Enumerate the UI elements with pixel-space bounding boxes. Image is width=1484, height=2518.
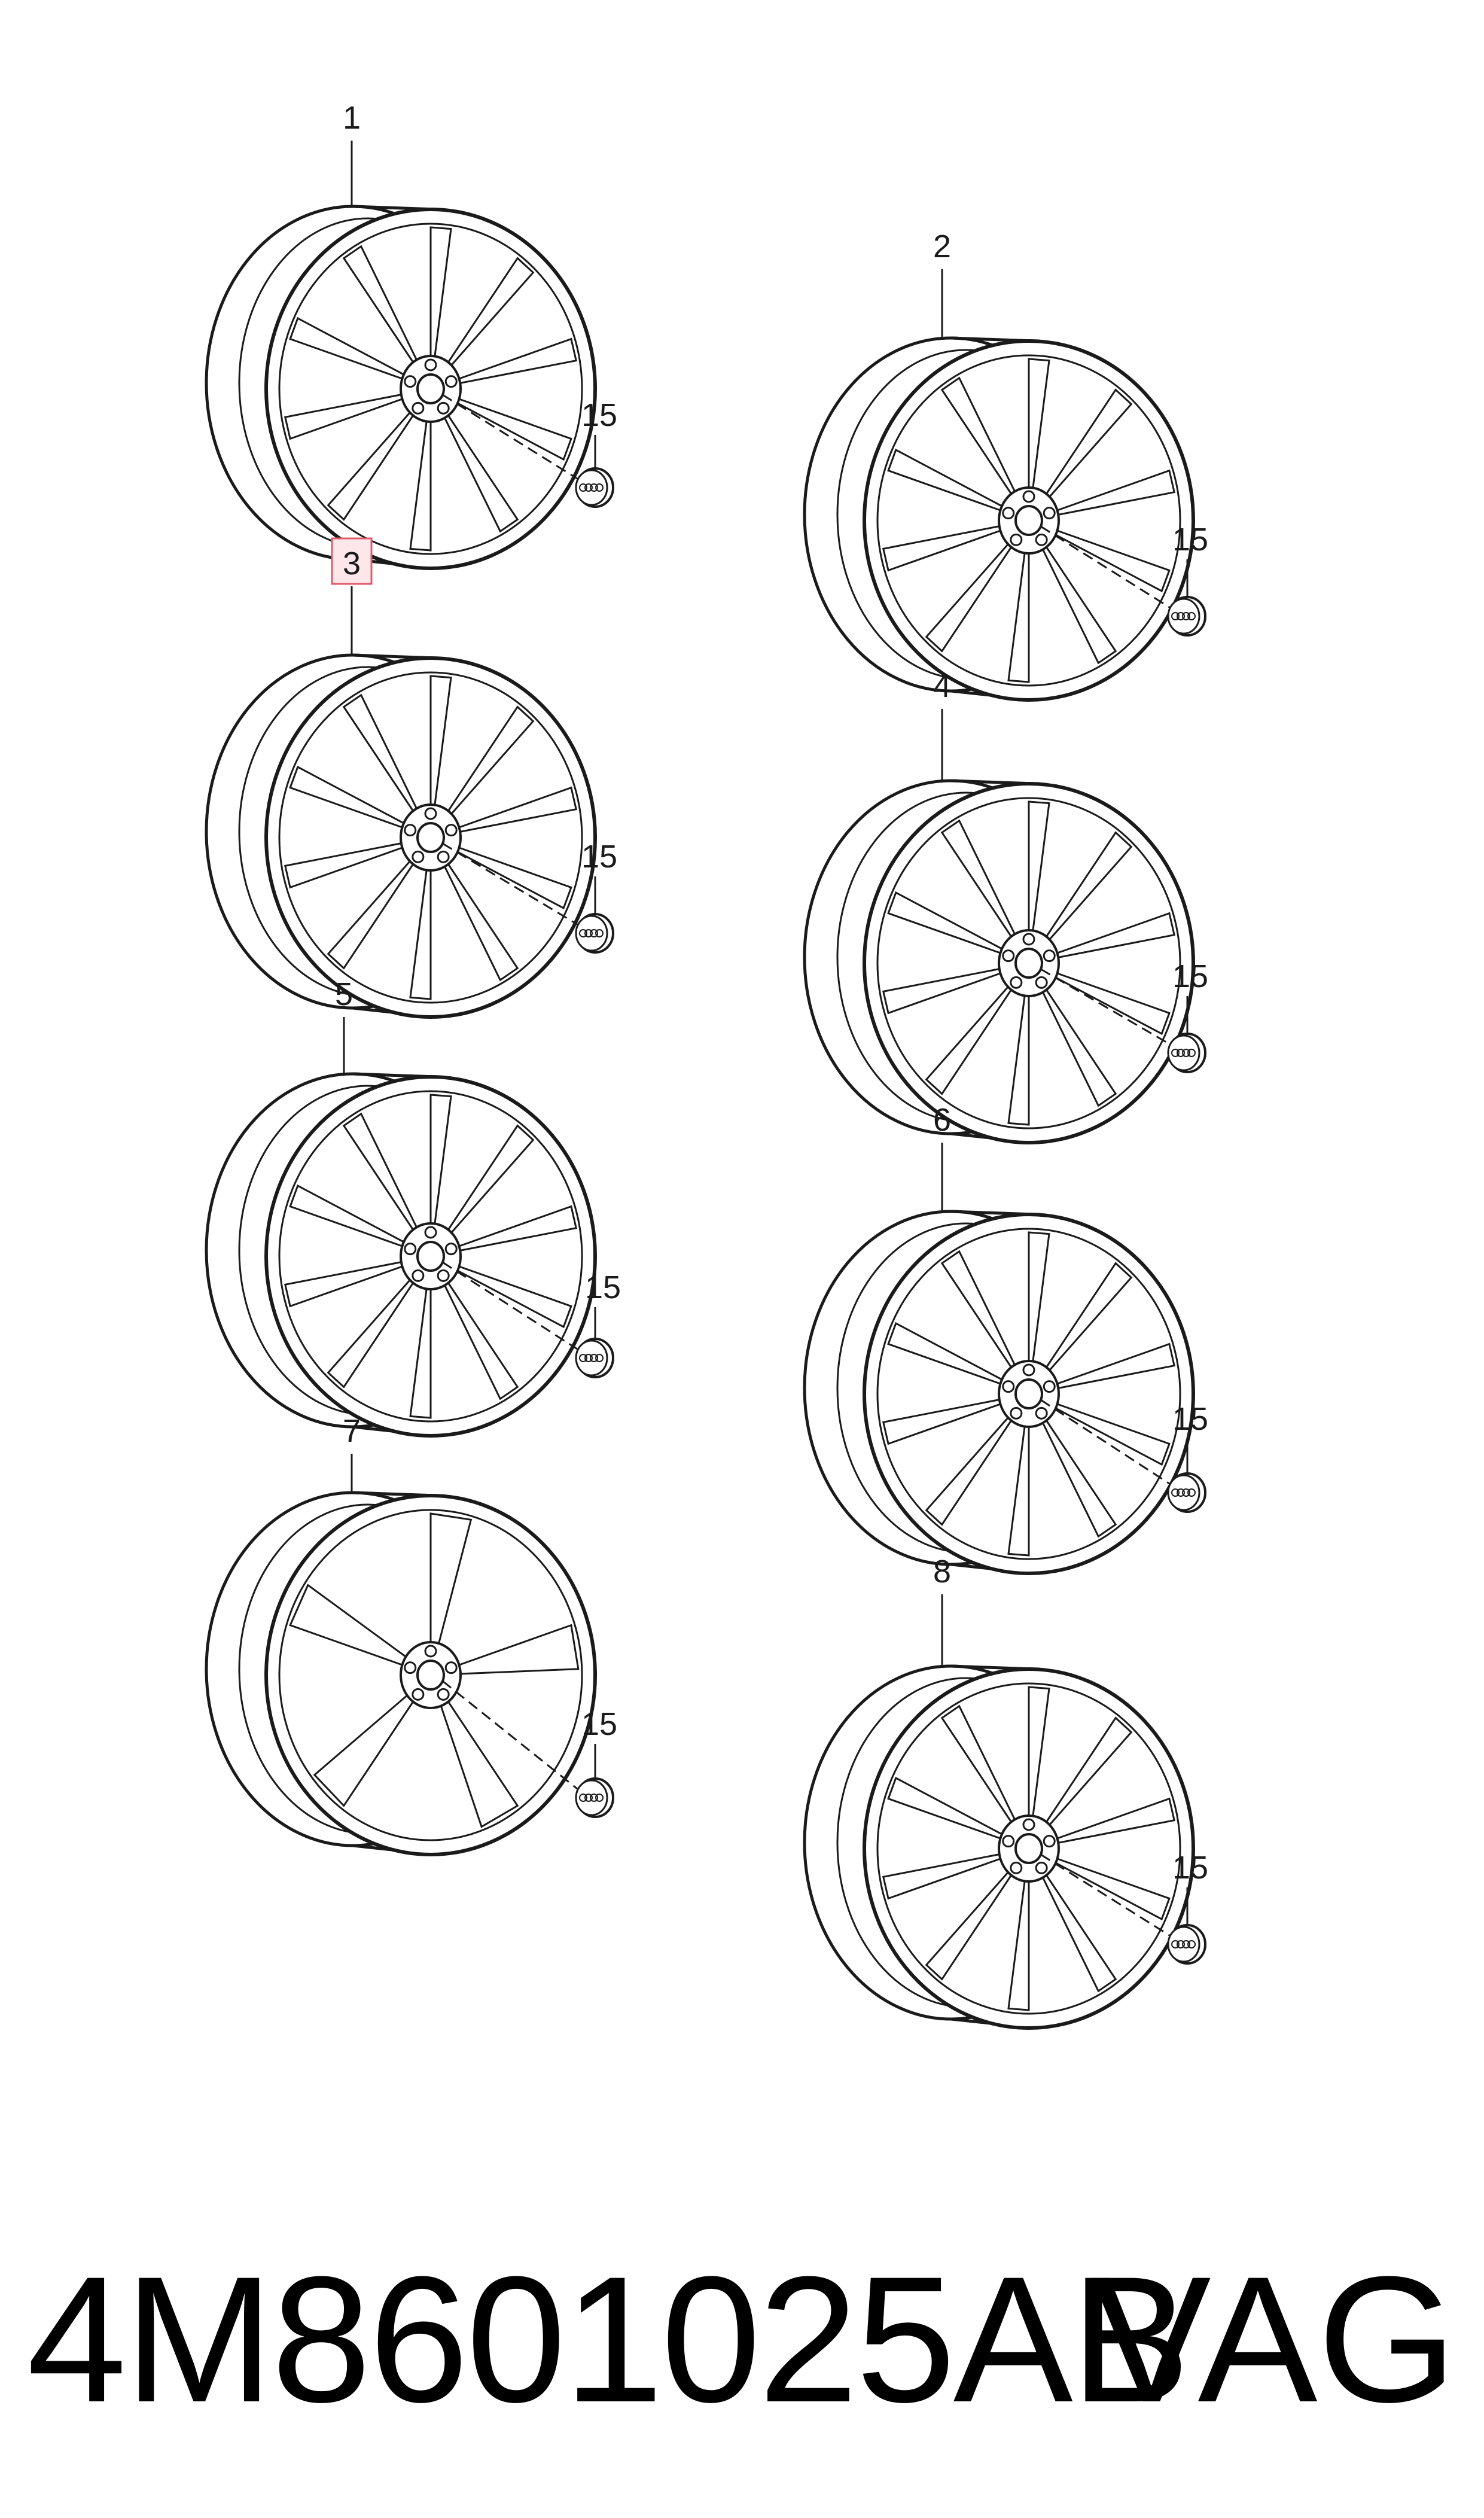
part-number: 4M8601025AB — [27, 2239, 1190, 2440]
callout-label: 1 — [343, 100, 361, 136]
lug-hole — [437, 1688, 450, 1701]
wheel-1: 1 15 — [205, 100, 617, 570]
hub-cap-icon — [1167, 596, 1206, 637]
callout-label: 6 — [933, 1102, 951, 1138]
hub-cap-icon — [575, 1338, 614, 1378]
lug-hole — [1010, 976, 1023, 989]
cap-callout-label: 15 — [585, 1269, 621, 1305]
lug-hole — [444, 1243, 458, 1256]
lug-hole — [412, 1269, 425, 1282]
wheel-hub — [400, 355, 462, 423]
lug-hole — [424, 807, 437, 820]
wheel-hub — [998, 929, 1060, 997]
lug-hole — [1043, 949, 1056, 963]
lug-hole — [444, 824, 458, 837]
lug-hole — [1010, 1861, 1023, 1874]
lug-hole — [404, 824, 417, 837]
lug-hole — [424, 358, 437, 372]
lug-hole — [1002, 507, 1015, 520]
brand-label: VAG — [1091, 2239, 1457, 2440]
lug-hole — [1002, 1835, 1015, 1848]
lug-hole — [437, 401, 450, 415]
lug-hole — [1043, 1835, 1056, 1848]
callout-label: 8 — [933, 1554, 951, 1590]
cap-callout-label: 15 — [581, 839, 617, 875]
lug-hole — [404, 375, 417, 388]
wheel-hub — [998, 486, 1060, 555]
footer: 4M8601025AB VAG — [0, 2249, 1484, 2429]
lug-hole — [1035, 976, 1048, 989]
hub-cap-icon — [1167, 1472, 1206, 1513]
lug-hole — [444, 1661, 458, 1674]
lug-hole — [444, 375, 458, 388]
cap-callout-label: 15 — [581, 397, 617, 433]
wheel-hub — [998, 1814, 1060, 1883]
lug-hole — [424, 1226, 437, 1239]
wheel-face — [264, 208, 597, 570]
lug-hole — [412, 401, 425, 415]
wheel-face — [863, 1667, 1195, 2030]
lug-hole — [412, 850, 425, 863]
lug-hole — [1035, 1406, 1048, 1420]
cap-callout-label: 15 — [1172, 958, 1208, 994]
lug-hole — [424, 1645, 437, 1658]
lug-hole — [412, 1688, 425, 1701]
callout-label: 4 — [933, 668, 951, 704]
wheel-hub — [400, 1641, 462, 1709]
lug-hole — [1035, 533, 1048, 546]
hub-cap-icon — [575, 467, 614, 508]
lug-hole — [404, 1243, 417, 1256]
lug-hole — [1002, 1380, 1015, 1393]
cap-callout-label: 15 — [1172, 1401, 1208, 1437]
lug-hole — [1043, 1380, 1056, 1393]
wheel-face — [863, 782, 1195, 1144]
lug-hole — [1035, 1861, 1048, 1874]
lug-hole — [1010, 533, 1023, 546]
wheel-5: 5 15 — [205, 976, 621, 1438]
hub-cap-icon — [1167, 1924, 1206, 1965]
cap-callout-label: 15 — [1172, 522, 1208, 558]
lug-hole — [1022, 490, 1035, 503]
wheel-4: 4 15 — [803, 668, 1208, 1144]
callout-label: 3 — [343, 546, 361, 581]
lug-hole — [404, 1661, 417, 1674]
wheel-face — [264, 1494, 597, 1856]
wheel-3: 3 15 — [205, 537, 617, 1019]
wheel-hub — [400, 1222, 462, 1290]
wheel-8: 8 15 — [803, 1554, 1208, 2030]
wheel-6: 6 15 — [803, 1102, 1208, 1575]
wheel-face — [264, 656, 597, 1019]
cap-callout-label: 15 — [1172, 1850, 1208, 1886]
lug-hole — [437, 850, 450, 863]
cap-callout-label: 15 — [581, 1706, 617, 1742]
hub-cap-icon — [1167, 1033, 1206, 1073]
callout-highlight — [331, 537, 373, 585]
wheel-7: 7 15 — [205, 1413, 617, 1856]
callout-label: 2 — [933, 229, 951, 264]
lug-hole — [1043, 507, 1056, 520]
hub-cap-icon — [575, 1777, 614, 1818]
wheel-face — [863, 339, 1195, 702]
wheel-hub — [998, 1360, 1060, 1428]
lug-hole — [1010, 1406, 1023, 1420]
hub-cap-icon — [575, 913, 614, 954]
lug-hole — [437, 1269, 450, 1282]
callout-label: 7 — [343, 1413, 361, 1449]
wheel-face — [264, 1075, 597, 1438]
lug-hole — [1022, 1818, 1035, 1831]
lug-hole — [1022, 1363, 1035, 1377]
lug-hole — [1002, 949, 1015, 963]
callout-label: 5 — [335, 976, 353, 1012]
wheel-2: 2 15 — [803, 229, 1208, 702]
wheel-hub — [400, 803, 462, 872]
wheel-face — [863, 1213, 1195, 1575]
lug-hole — [1022, 933, 1035, 946]
